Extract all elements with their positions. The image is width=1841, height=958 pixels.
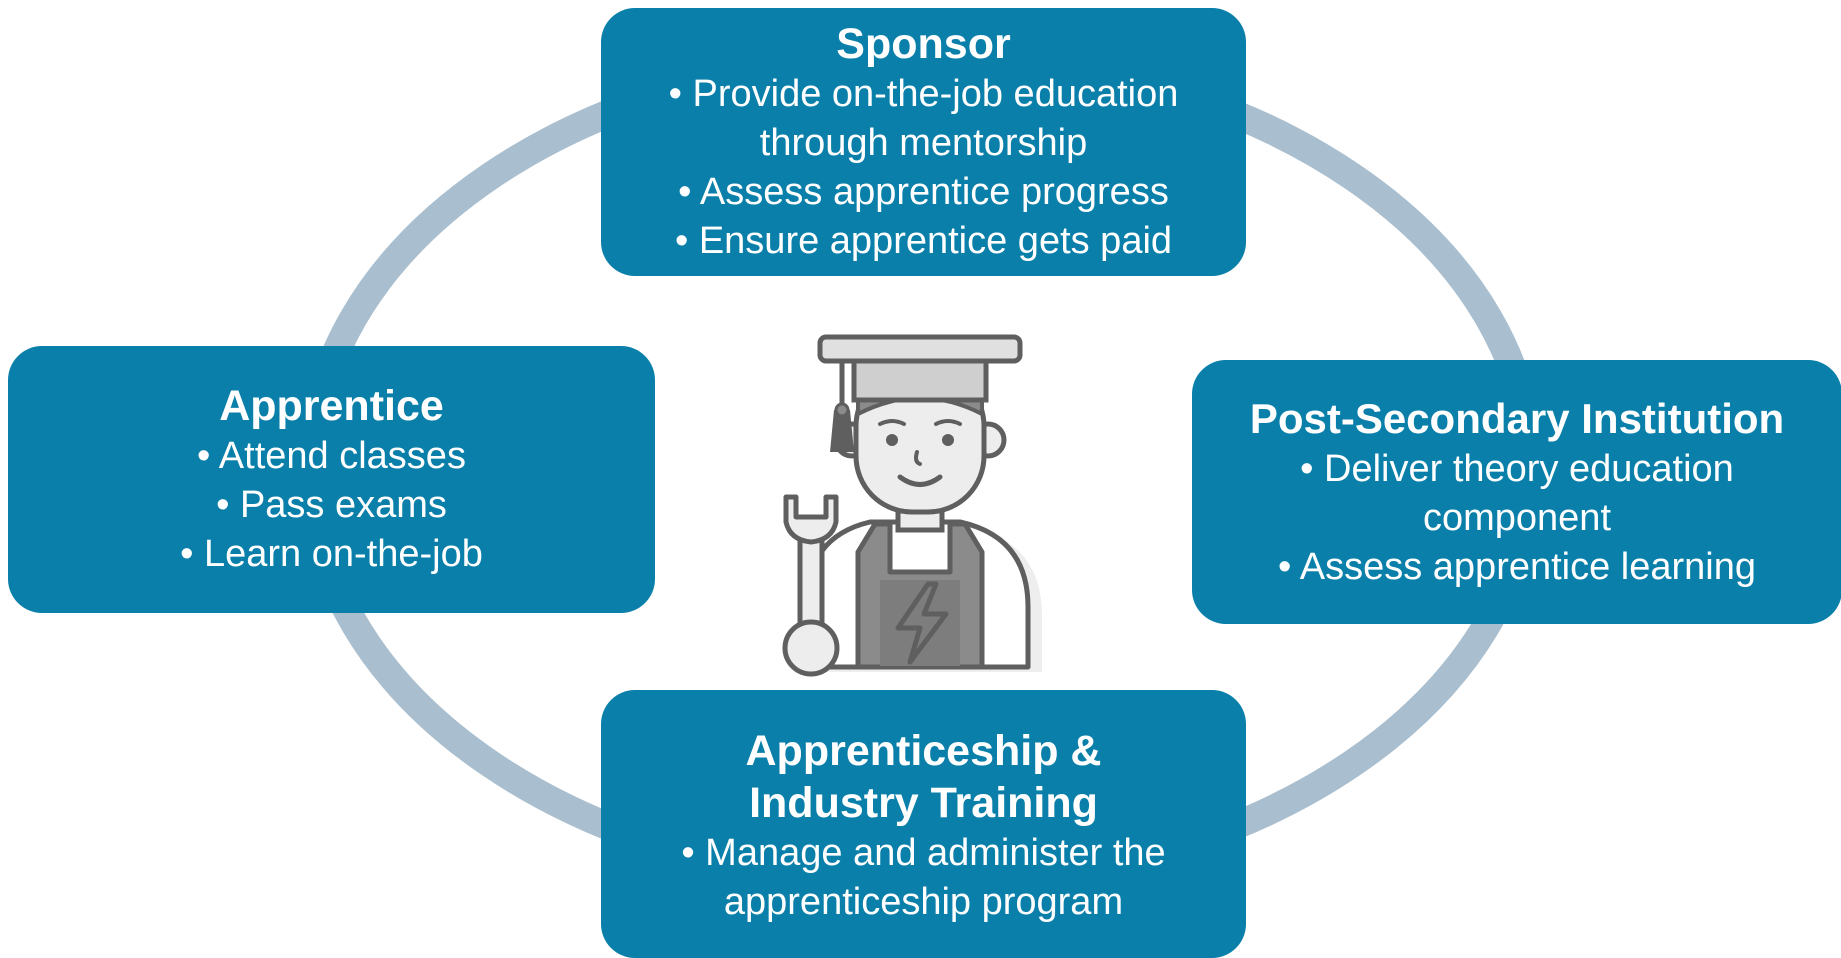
post-secondary-line: • Deliver theory education [1300, 447, 1734, 490]
post-secondary-box: Post-Secondary Institution • Deliver the… [1192, 360, 1841, 624]
sponsor-line: • Assess apprentice progress [678, 171, 1169, 213]
apprentice-title: Apprentice [219, 382, 444, 430]
sponsor-line: through mentorship [759, 122, 1088, 164]
ait-line: • Manage and administer the [681, 832, 1166, 874]
ait-title-line1: Apprenticeship & [745, 727, 1102, 775]
post-secondary-line: • Assess apprentice learning [1277, 545, 1757, 588]
sponsor-title: Sponsor [836, 20, 1011, 68]
post-secondary-title: Post-Secondary Institution [1249, 394, 1785, 442]
apprentice-box: Apprentice • Attend classes • Pass exams… [8, 346, 655, 613]
apprentice-line: • Learn on-the-job [180, 533, 483, 575]
ait-line: apprenticeship program [723, 881, 1124, 923]
apprentice-line: • Pass exams [216, 484, 447, 526]
apprentice-line: • Attend classes [197, 435, 466, 477]
ait-title-line2: Industry Training [749, 779, 1098, 827]
ait-box: Apprenticeship & Industry Training • Man… [601, 690, 1246, 958]
sponsor-box: Sponsor • Provide on-the-job education t… [601, 8, 1246, 276]
post-secondary-line: component [1422, 496, 1611, 539]
electrician-apprentice-icon [782, 334, 1042, 677]
sponsor-line: • Provide on-the-job education [668, 73, 1179, 115]
sponsor-line: • Ensure apprentice gets paid [674, 220, 1173, 262]
